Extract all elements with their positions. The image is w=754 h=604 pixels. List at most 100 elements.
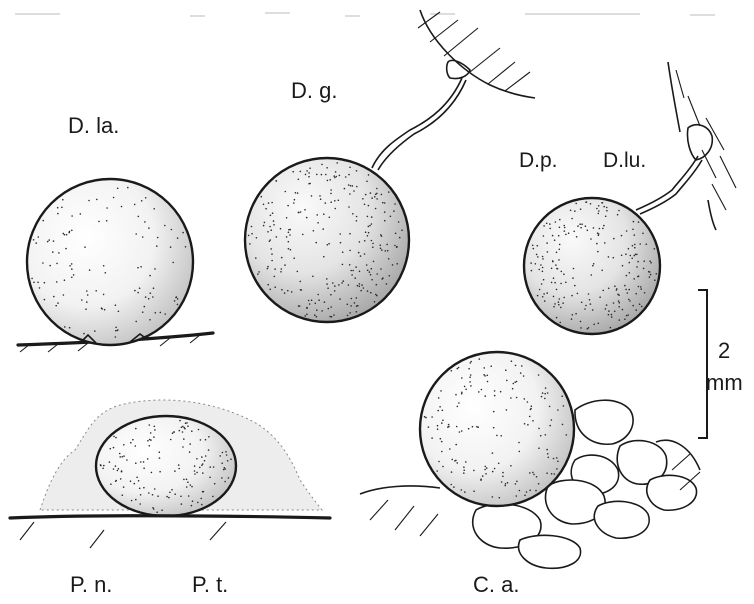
stipple-dot xyxy=(170,246,172,248)
stipple-dot xyxy=(614,285,616,287)
stipple-dot xyxy=(608,314,610,316)
stipple-dot xyxy=(628,299,630,301)
stipple-dot xyxy=(157,495,159,497)
stipple-dot xyxy=(638,286,640,288)
stipple-dot xyxy=(371,197,373,199)
stipple-dot xyxy=(326,283,328,285)
stipple-dot xyxy=(613,238,615,240)
stipple-dot xyxy=(194,465,196,467)
stipple-dot xyxy=(375,194,377,196)
stipple-dot xyxy=(196,458,198,460)
stipple-dot xyxy=(58,252,60,254)
stipple-dot xyxy=(280,228,282,230)
stipple-dot xyxy=(151,472,153,474)
stipple-dot xyxy=(263,225,265,227)
stipple-dot xyxy=(524,495,526,497)
stipple-dot xyxy=(568,232,570,234)
stipple-dot xyxy=(44,299,46,301)
stipple-dot xyxy=(199,467,201,469)
stipple-dot xyxy=(551,268,553,270)
stipple-dot xyxy=(490,365,492,367)
stipple-dot xyxy=(625,253,627,255)
stipple-dot xyxy=(71,215,73,217)
stipple-dot xyxy=(368,174,370,176)
stipple-dot xyxy=(370,292,372,294)
stipple-dot xyxy=(352,185,354,187)
stipple-dot xyxy=(593,263,595,265)
stipple-dot xyxy=(171,229,173,231)
stipple-dot xyxy=(308,176,310,178)
stipple-dot xyxy=(251,233,253,235)
stipple-dot xyxy=(580,208,582,210)
stipple-dot xyxy=(106,220,108,222)
stipple-dot xyxy=(626,230,628,232)
stipple-dot xyxy=(191,505,193,507)
stipple-dot xyxy=(351,274,353,276)
stipple-dot xyxy=(155,312,157,314)
stipple-dot xyxy=(201,504,203,506)
stipple-dot xyxy=(57,207,59,209)
stipple-dot xyxy=(329,179,331,181)
stipple-dot xyxy=(52,251,54,253)
stipple-dot xyxy=(544,300,546,302)
stipple-dot xyxy=(437,425,439,427)
stipple-dot xyxy=(317,222,319,224)
stipple-dot xyxy=(470,385,472,387)
stipple-dot xyxy=(276,180,278,182)
stipple-dot xyxy=(134,483,136,485)
stipple-dot xyxy=(639,243,641,245)
stipple-dot xyxy=(537,256,539,258)
stipple-dot xyxy=(350,305,352,307)
stipple-dot xyxy=(358,252,360,254)
stipple-dot xyxy=(321,174,323,176)
stipple-dot xyxy=(267,266,269,268)
stipple-dot xyxy=(316,174,318,176)
stipple-dot xyxy=(208,436,210,438)
stipple-dot xyxy=(496,435,498,437)
stipple-dot xyxy=(144,306,146,308)
stipple-dot xyxy=(576,236,578,238)
stipple-dot xyxy=(161,509,163,511)
stipple-dot xyxy=(606,304,608,306)
stipple-dot xyxy=(458,402,460,404)
stipple-dot xyxy=(441,451,443,453)
stipple-dot xyxy=(306,217,308,219)
stipple-dot xyxy=(542,296,544,298)
stipple-dot xyxy=(352,213,354,215)
stipple-dot xyxy=(559,322,561,324)
stipple-dot xyxy=(166,496,168,498)
stipple-dot xyxy=(549,425,551,427)
stipple-dot xyxy=(196,472,198,474)
stipple-dot xyxy=(563,273,565,275)
stipple-dot xyxy=(274,276,276,278)
stipple-dot xyxy=(598,205,600,207)
stipple-dot xyxy=(431,437,433,439)
stipple-dot xyxy=(110,483,112,485)
stipple-dot xyxy=(119,456,121,458)
stipple-dot xyxy=(113,447,115,449)
stipple-dot xyxy=(563,225,565,227)
stipple-dot xyxy=(334,200,336,202)
stipple-dot xyxy=(537,245,539,247)
stipple-dot xyxy=(89,269,91,271)
stipple-dot xyxy=(634,247,636,249)
scale-value: 2 xyxy=(718,338,730,363)
stipple-dot xyxy=(273,220,275,222)
stipple-dot xyxy=(461,393,463,395)
stipple-dot xyxy=(274,286,276,288)
egg-d-la xyxy=(18,179,213,352)
stipple-dot xyxy=(492,452,494,454)
stipple-dot xyxy=(529,416,531,418)
stipple-dot xyxy=(113,468,115,470)
stipple-dot xyxy=(258,271,260,273)
stipple-dot xyxy=(622,265,624,267)
stipple-dot xyxy=(204,460,206,462)
stipple-dot xyxy=(640,286,642,288)
stipple-dot xyxy=(384,220,386,222)
stipple-dot xyxy=(179,430,181,432)
stipple-dot xyxy=(329,217,331,219)
stipple-dot xyxy=(500,391,502,393)
stipple-dot xyxy=(630,255,632,257)
stipple-dot xyxy=(164,225,166,227)
